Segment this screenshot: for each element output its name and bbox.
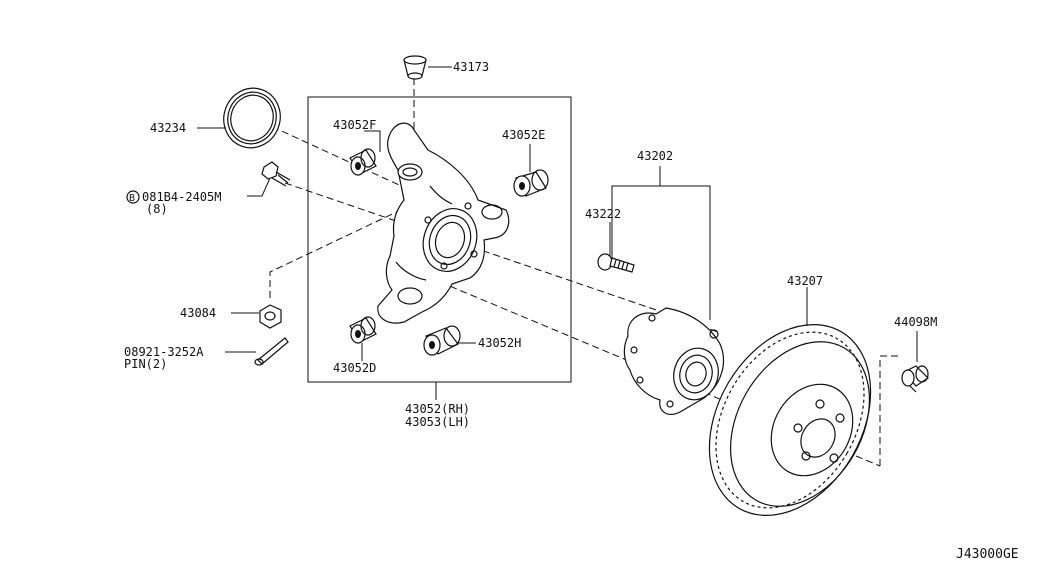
circled-b-marker bbox=[126, 190, 140, 204]
label-seal-ring: 43234 bbox=[150, 121, 186, 135]
knuckle-assembly-box bbox=[307, 96, 572, 383]
label-pin-part: 08921-3252A bbox=[124, 345, 204, 359]
leader-bolt bbox=[247, 177, 271, 197]
label-plug: 44098M bbox=[894, 315, 937, 329]
label-hub-assy: 43202 bbox=[637, 149, 673, 163]
label-knuckle-lh: 43053(LH) bbox=[405, 415, 470, 429]
label-pin-desc: PIN(2) bbox=[124, 357, 167, 371]
label-bushing-h: 43052H bbox=[478, 336, 521, 350]
label-bushing-f: 43052F bbox=[333, 118, 376, 132]
plug-part bbox=[901, 365, 929, 393]
nut-part bbox=[259, 304, 282, 329]
cotter-pin-part bbox=[254, 337, 289, 366]
hub-bracket-line bbox=[611, 185, 711, 320]
rotor-part bbox=[708, 324, 872, 516]
label-cap: 43173 bbox=[453, 60, 489, 74]
cap-part bbox=[403, 55, 427, 80]
knuckle-part bbox=[377, 122, 510, 324]
label-nut: 43084 bbox=[180, 306, 216, 320]
label-bolt-qty: (8) bbox=[146, 202, 168, 216]
hub-part bbox=[623, 307, 725, 415]
seal-ring-part bbox=[223, 87, 281, 149]
label-bushing-e: 43052E bbox=[502, 128, 545, 142]
label-bushing-d: 43052D bbox=[333, 361, 376, 375]
diagram-id: J43000GE bbox=[956, 547, 1019, 562]
bushing-f-part bbox=[349, 148, 377, 176]
label-rotor: 43207 bbox=[787, 274, 823, 288]
label-hub-bolt: 43222 bbox=[585, 207, 621, 221]
knuckle-bolt-part bbox=[261, 161, 291, 187]
bushing-e-part bbox=[513, 169, 549, 197]
label-knuckle-rh: 43052(RH) bbox=[405, 402, 470, 416]
circled-b-letter: B bbox=[129, 193, 135, 204]
label-bolt: 081B4-2405M bbox=[142, 190, 221, 204]
bushing-h-part bbox=[423, 325, 461, 356]
bushing-d-part bbox=[349, 316, 377, 344]
leader-bushing-f bbox=[364, 130, 381, 152]
hub-bolt-part bbox=[597, 253, 635, 273]
